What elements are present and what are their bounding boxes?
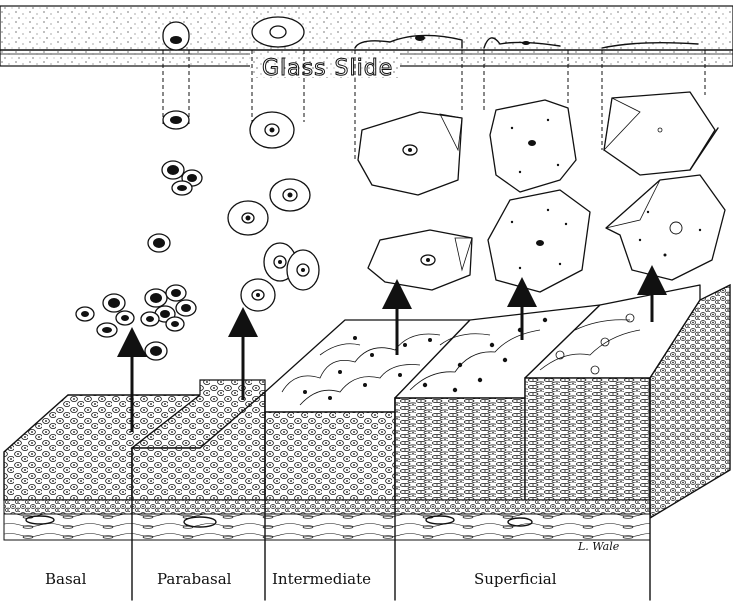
label-intermediate: Intermediate [272,570,371,588]
label-parabasal: Parabasal [157,570,232,588]
layer-labels: Basal Parabasal Intermediate Superficial [45,570,557,588]
label-basal: Basal [45,570,87,588]
basal-cells [76,111,202,360]
glass-slide-label: Glass Slide [262,56,393,81]
superficial-cells [488,92,725,292]
artist-signature: L. Wale [577,540,620,553]
parabasal-cells [228,112,319,311]
connective-tissue [4,514,650,540]
glass-slide: Glass Slide [0,6,733,81]
label-superficial: Superficial [474,570,557,588]
intermediate-cells [358,112,472,290]
